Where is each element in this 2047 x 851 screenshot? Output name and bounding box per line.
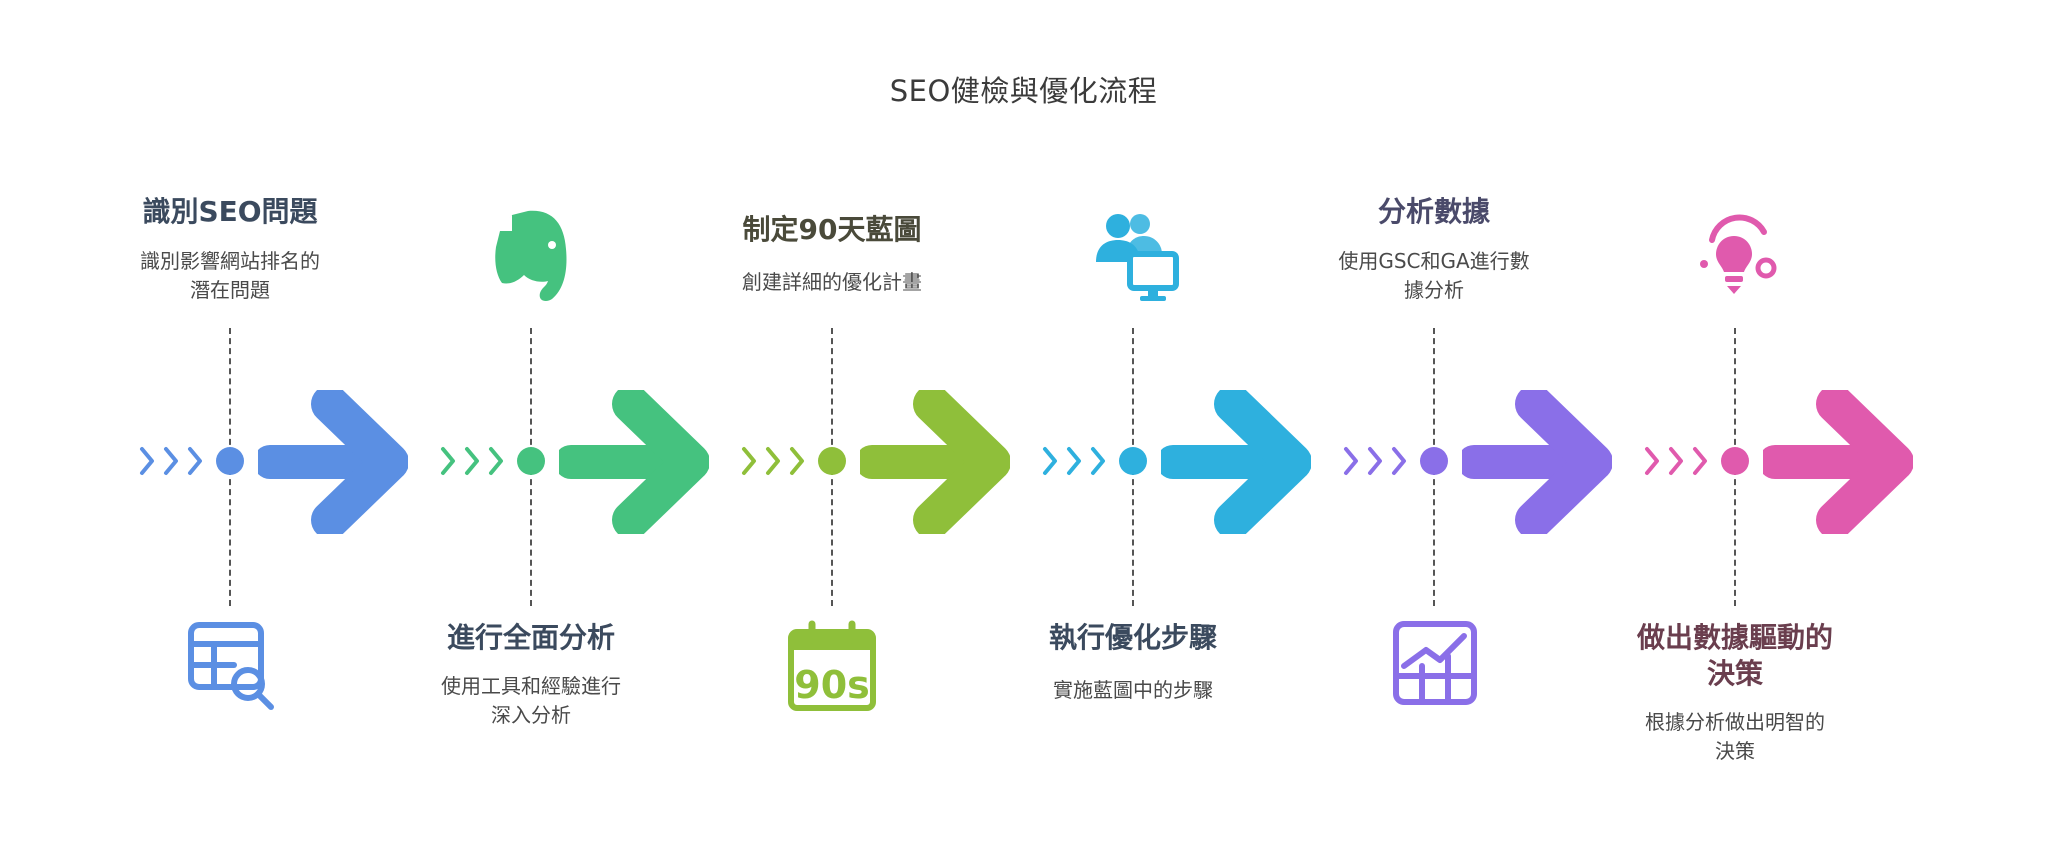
chevrons-icon	[441, 447, 503, 475]
dashed-connector	[1433, 328, 1435, 606]
step-description: 識別影響網站排名的 潛在問題	[140, 249, 320, 302]
flow-arrow	[1763, 390, 1913, 534]
lightbulb-idea-icon	[1700, 214, 1777, 294]
step-identify: 識別SEO問題 識別影響網站排名的 潛在問題	[0, 0, 408, 851]
chevrons-icon	[1344, 447, 1406, 475]
dashed-connector	[530, 328, 532, 606]
chevrons-icon	[1043, 447, 1105, 475]
timeline-node	[1721, 447, 1749, 475]
page-title: SEO健檢與優化流程	[889, 74, 1158, 108]
calendar-90s-icon: 90s	[788, 620, 876, 711]
timeline-node	[517, 447, 545, 475]
flow-arrow	[559, 390, 709, 534]
chevrons-icon	[140, 447, 202, 475]
evernote-elephant-icon	[495, 210, 567, 301]
search-table-icon	[188, 622, 274, 710]
step-heading: 執行優化步驟	[1048, 621, 1217, 654]
growth-chart-icon	[1393, 621, 1477, 705]
flow-arrow	[1161, 390, 1311, 534]
users-monitor-icon	[1096, 214, 1179, 301]
step-description: 使用GSC和GA進行數 據分析	[1338, 249, 1530, 302]
timeline-node	[818, 447, 846, 475]
step-heading: 識別SEO問題	[142, 195, 318, 228]
timeline-node	[216, 447, 244, 475]
step-description: 創建詳細的優化計畫	[742, 270, 922, 294]
dashed-connector	[831, 328, 833, 606]
calendar-label: 90s	[794, 663, 870, 707]
flow-arrow	[258, 390, 408, 534]
step-description: 使用工具和經驗進行 深入分析	[441, 674, 621, 727]
flow-arrow	[1462, 390, 1612, 534]
timeline-node	[1420, 447, 1448, 475]
step-description: 根據分析做出明智的 決策	[1645, 710, 1825, 763]
step-heading: 做出數據驅動的 決策	[1636, 621, 1833, 690]
step-heading: 制定90天藍圖	[742, 213, 922, 246]
dashed-connector	[1734, 328, 1736, 606]
flow-arrow	[860, 390, 1010, 534]
timeline-node	[1119, 447, 1147, 475]
step-heading: 進行全面分析	[446, 621, 615, 654]
dashed-connector	[1132, 328, 1134, 606]
step-description: 實施藍圖中的步驟	[1053, 678, 1213, 702]
step-heading: 分析數據	[1377, 195, 1490, 228]
chevrons-icon	[742, 447, 804, 475]
chevrons-icon	[1645, 447, 1707, 475]
